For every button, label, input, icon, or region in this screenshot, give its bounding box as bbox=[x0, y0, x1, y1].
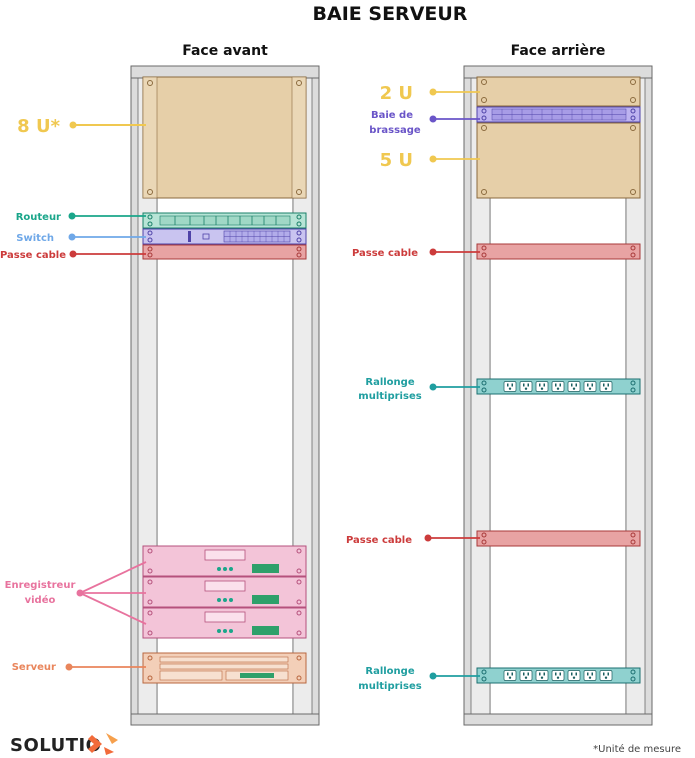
label-power-1-line1: Rallonge bbox=[365, 377, 414, 388]
label-5u: 5 U bbox=[380, 150, 413, 171]
switch-unit bbox=[142, 228, 307, 245]
label-power-1-line2: multiprises bbox=[358, 391, 421, 402]
power-strip-2 bbox=[476, 667, 641, 684]
label-recorder-line1: Enregistreur bbox=[5, 580, 76, 591]
video-recorder-3 bbox=[142, 607, 307, 639]
callout-video-recorder: Enregistreur vidéo bbox=[5, 561, 147, 625]
label-back-cable-pass-2: Passe cable bbox=[346, 535, 412, 546]
video-recorder-2 bbox=[142, 576, 307, 608]
brand-mark-icon bbox=[88, 733, 118, 755]
server-unit bbox=[142, 652, 307, 684]
patch-panel-unit bbox=[476, 106, 641, 123]
label-power-2-line1: Rallonge bbox=[365, 666, 414, 677]
front-8u-unit bbox=[142, 76, 307, 199]
footnote: *Unité de mesure bbox=[593, 743, 681, 755]
diagram-title: BAIE SERVEUR bbox=[313, 3, 468, 25]
callout-2u: 2 U bbox=[380, 83, 480, 104]
back-2u-unit bbox=[476, 76, 641, 107]
label-router: Routeur bbox=[16, 212, 61, 223]
back-5u-unit bbox=[476, 122, 641, 199]
label-front-cable-pass: Passe cable bbox=[0, 250, 66, 261]
callout-power-strip-2: Rallonge multiprises bbox=[358, 666, 480, 692]
label-back-cable-pass-1: Passe cable bbox=[352, 248, 418, 259]
callout-router: Routeur bbox=[16, 212, 146, 223]
callout-8u: 8 U* bbox=[17, 116, 146, 137]
back-heading: Face arrière bbox=[511, 43, 606, 59]
back-cable-pass-2 bbox=[476, 530, 641, 547]
label-server: Serveur bbox=[12, 662, 56, 673]
brand-name: SOLUTIO bbox=[10, 735, 102, 756]
callout-server: Serveur bbox=[12, 662, 146, 673]
label-2u: 2 U bbox=[380, 83, 413, 104]
callout-front-cable-pass: Passe cable bbox=[0, 250, 146, 261]
brand-logo: SOLUTIO bbox=[10, 733, 118, 756]
label-patch-line1: Baie de bbox=[371, 110, 413, 121]
label-8u: 8 U* bbox=[17, 116, 60, 137]
callout-switch: Switch bbox=[16, 233, 146, 244]
front-heading: Face avant bbox=[182, 43, 268, 59]
callout-back-cable-pass-2: Passe cable bbox=[346, 534, 480, 546]
power-strip-1 bbox=[476, 378, 641, 395]
callout-power-strip-1: Rallonge multiprises bbox=[358, 377, 480, 402]
back-cable-pass-1 bbox=[476, 243, 641, 260]
label-recorder-line2: vidéo bbox=[25, 594, 56, 606]
label-power-2-line2: multiprises bbox=[358, 681, 421, 692]
label-patch-line2: brassage bbox=[369, 125, 421, 136]
front-cable-pass bbox=[142, 244, 307, 260]
callout-5u: 5 U bbox=[380, 150, 480, 171]
router-unit bbox=[142, 212, 307, 229]
callout-patch-panel: Baie de brassage bbox=[369, 110, 480, 136]
video-recorder-1 bbox=[142, 545, 307, 577]
label-switch: Switch bbox=[16, 233, 54, 244]
callout-back-cable-pass-1: Passe cable bbox=[352, 248, 480, 259]
